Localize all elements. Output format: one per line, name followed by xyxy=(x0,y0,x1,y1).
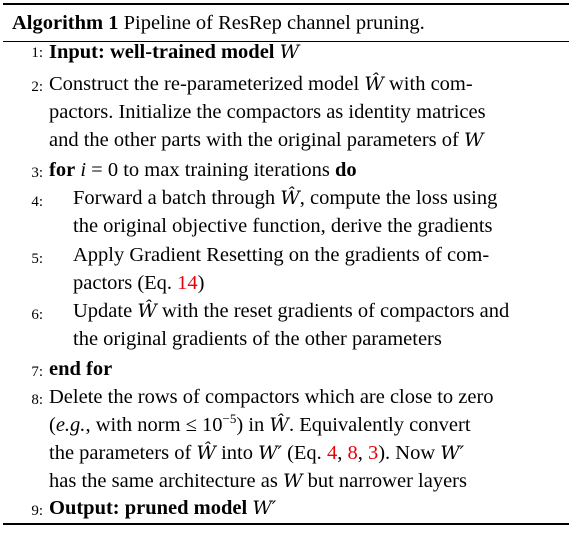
eq-ref-link[interactable]: 3 xyxy=(367,442,379,464)
caption-title: Pipeline of ResRep channel pruning. xyxy=(123,12,425,34)
eq-ref-link[interactable]: 8 xyxy=(347,442,358,464)
step-gradient-reset: Apply Gradient Resetting on the gradient… xyxy=(73,244,490,266)
line-number: 1: xyxy=(31,45,43,61)
line-number: 3: xyxy=(31,165,43,181)
step-update: Update Ŵ with the reset gradients of com… xyxy=(73,300,510,322)
step-forward: Forward a batch through Ŵ, compute the l… xyxy=(73,187,498,209)
line-number: 5: xyxy=(31,251,43,267)
line-number: 8: xyxy=(31,392,43,408)
step-input: Input: well-trained model W xyxy=(49,41,300,63)
step-construct-cont: pactors. Initialize the compactors as id… xyxy=(49,101,486,123)
algorithm-caption: Algorithm 1 Pipeline of ResRep channel p… xyxy=(12,12,425,35)
top-rule xyxy=(3,3,569,5)
line-number: 2: xyxy=(31,79,43,95)
step-update-cont: the original gradients of the other para… xyxy=(73,328,442,350)
step-delete-cont: has the same architecture as W but narro… xyxy=(49,470,467,492)
line-number: 6: xyxy=(31,307,43,323)
eq-ref-link[interactable]: 14 xyxy=(177,272,198,294)
step-for: for i = 0 to max training iterations do xyxy=(49,159,357,181)
algorithm-box: Algorithm 1 Pipeline of ResRep channel p… xyxy=(3,3,569,525)
step-output: Output: pruned model W′ xyxy=(49,497,277,519)
bottom-rule xyxy=(3,523,569,525)
line-number: 9: xyxy=(31,503,43,519)
step-delete-cont: (e.g., with norm ≤ 10−5) in Ŵ. Equivalen… xyxy=(49,411,471,436)
step-delete: Delete the rows of compactors which are … xyxy=(49,386,494,408)
step-construct: Construct the re-parameterized model Ŵ w… xyxy=(49,73,473,95)
step-delete-cont: the parameters of Ŵ into W′ (Eq. 4, 8, 3… xyxy=(49,442,465,464)
step-construct-cont: and the other parts with the original pa… xyxy=(49,129,484,151)
step-end-for: end for xyxy=(49,358,113,380)
caption-label: Algorithm 1 xyxy=(12,12,119,34)
line-number: 4: xyxy=(31,194,43,210)
line-number: 7: xyxy=(31,364,43,380)
eq-ref-link[interactable]: 4 xyxy=(326,442,338,464)
caption-rule xyxy=(3,41,569,42)
step-forward-cont: the original objective function, derive … xyxy=(73,215,493,237)
step-gradient-reset-cont: pactors (Eq. 14) xyxy=(73,272,205,294)
